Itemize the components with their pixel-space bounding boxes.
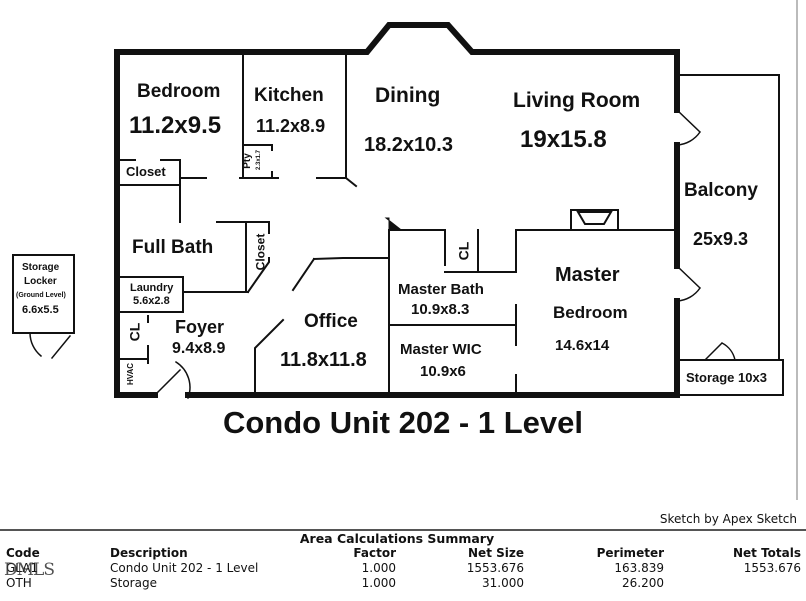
room-pantry-size: 2.3x1.7	[256, 149, 263, 171]
cell-perimeter: 26.200	[622, 576, 664, 590]
cell-factor: 1.000	[361, 576, 396, 590]
room-balcony-storage: Storage 10x3	[686, 370, 767, 385]
plan-title: Condo Unit 202 - 1 Level	[222, 405, 583, 440]
col-perimeter: Perimeter	[596, 546, 664, 560]
room-master-wic-size: 10.9x6	[420, 363, 466, 380]
room-dining-size: 18.2x10.3	[364, 134, 453, 156]
room-hvac: HVAC	[126, 362, 136, 386]
sketch-credit: Sketch by Apex Sketch	[659, 512, 797, 526]
cell-factor: 1.000	[361, 561, 396, 575]
cell-description: Condo Unit 202 - 1 Level	[110, 561, 259, 575]
cell-net-totals: 1553.676	[743, 561, 801, 575]
cell-description: Storage	[110, 576, 157, 590]
cell-code: GLA1	[6, 561, 39, 575]
storage-locker-line3: (Ground Level)	[16, 292, 66, 299]
room-kitchen-name: Kitchen	[254, 85, 324, 106]
room-living-size: 19x15.8	[520, 126, 607, 153]
col-factor: Factor	[353, 546, 396, 560]
col-code: Code	[6, 546, 40, 560]
storage-locker-line2: Locker	[24, 276, 57, 287]
cell-perimeter: 163.839	[614, 561, 664, 575]
cell-net-size: 31.000	[482, 576, 524, 590]
room-full-bath-name: Full Bath	[132, 237, 214, 258]
col-net-totals: Net Totals	[732, 546, 801, 560]
divider	[0, 529, 806, 531]
watermark-logo: DMLS	[4, 560, 55, 580]
cell-code: OTH	[6, 576, 32, 590]
table-row: OTH Storage 1.000 31.000 26.200	[0, 576, 806, 591]
summary-title: Area Calculations Summary	[299, 531, 495, 546]
room-master-closet: CL	[455, 241, 472, 261]
room-bedroom-size: 11.2x9.5	[129, 112, 222, 139]
room-foyer-name: Foyer	[175, 317, 225, 337]
room-laundry-size: 5.6x2.8	[133, 295, 170, 307]
col-description: Description	[110, 546, 188, 560]
room-master-bedroom-name-line1: Master	[555, 264, 620, 286]
col-net-size: Net Size	[468, 546, 524, 560]
room-bedroom-name: Bedroom	[137, 81, 221, 102]
exterior-wall	[114, 22, 680, 398]
floor-plan-drawing	[12, 0, 798, 500]
table-row: GLA1 Condo Unit 202 - 1 Level 1.000 1553…	[0, 561, 806, 576]
cell-net-size: 1553.676	[466, 561, 524, 575]
room-bedroom-closet: Closet	[126, 164, 166, 179]
room-bath-closet: Closet	[253, 233, 268, 271]
room-dining-name: Dining	[375, 84, 441, 107]
room-foyer-size: 9.4x8.9	[172, 340, 226, 357]
room-office-name: Office	[304, 311, 358, 332]
room-master-bath-size: 10.9x8.3	[411, 301, 470, 318]
room-kitchen-size: 11.2x8.9	[256, 116, 326, 136]
room-foyer-closet: CL	[126, 322, 143, 342]
room-pantry-name: Pty	[241, 153, 253, 169]
room-master-bath-name: Master Bath	[398, 281, 484, 298]
area-calculations-summary: Area Calculations Summary Code Descripti…	[0, 531, 806, 591]
room-master-bedroom-size: 14.6x14	[555, 337, 610, 354]
room-balcony-name: Balcony	[684, 180, 758, 201]
storage-locker-size: 6.6x5.5	[22, 304, 59, 316]
room-living-name: Living Room	[513, 89, 641, 112]
storage-locker-line1: Storage	[22, 262, 60, 273]
room-laundry-name: Laundry	[130, 282, 174, 294]
room-master-wic-name: Master WIC	[400, 341, 482, 358]
room-balcony-size: 25x9.3	[693, 229, 749, 249]
room-master-bedroom-name-line2: Bedroom	[553, 303, 628, 322]
summary-header-row: Code Description Factor Net Size Perimet…	[0, 546, 806, 561]
room-office-size: 11.8x11.8	[280, 349, 367, 371]
